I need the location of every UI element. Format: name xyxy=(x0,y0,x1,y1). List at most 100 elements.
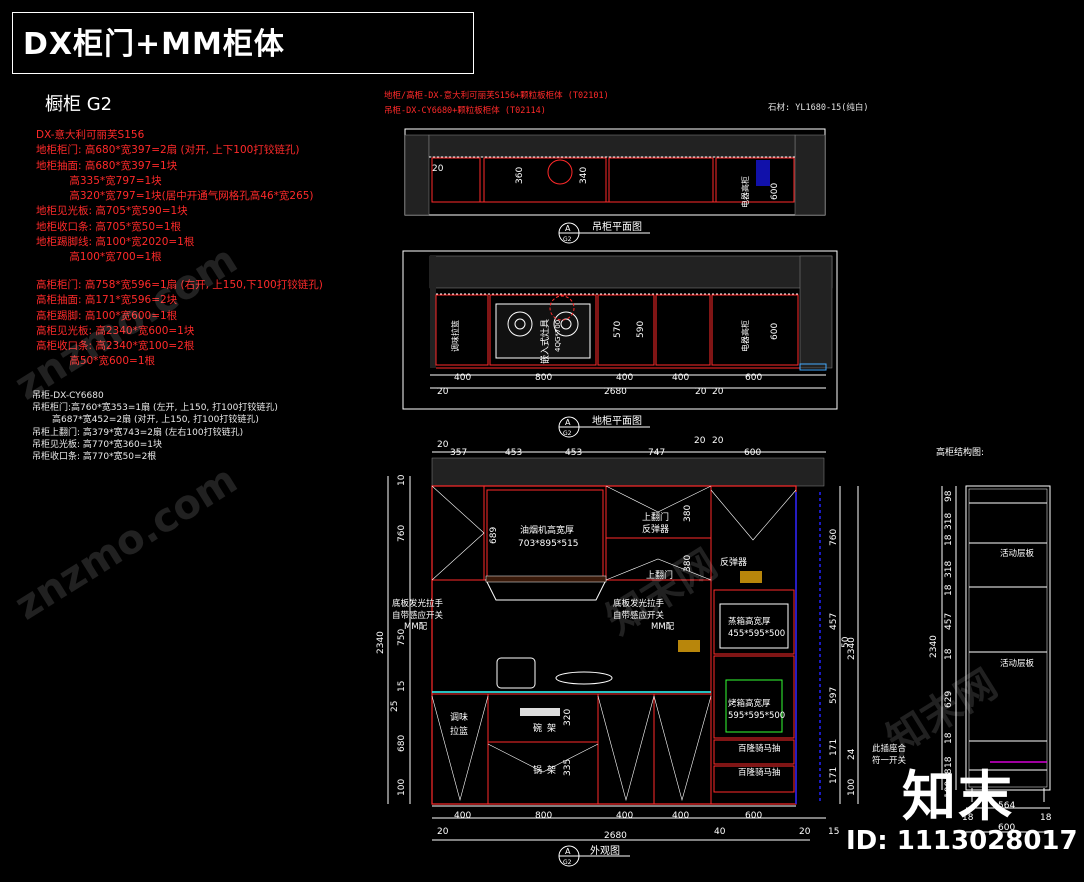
elev-inner-dim-689: 689 xyxy=(489,527,499,544)
elev-inner-dim-380a: 380 xyxy=(683,505,693,522)
elev-inner-dim-320: 320 xyxy=(563,709,573,726)
note-tall-line-5: 高柜收口条: 高2340*宽100=2根 xyxy=(36,340,195,353)
elev-flip-door-1b: 反弹器 xyxy=(642,523,669,535)
tall-right-dim-3: 18 xyxy=(944,534,954,546)
elev-pot-2: 架 xyxy=(547,765,556,776)
elev-left-dim-1: 10 xyxy=(397,474,407,486)
base-plan-bottom-dim-total: 2680 xyxy=(604,387,627,397)
elev-top-dim-3: 453 xyxy=(505,448,522,458)
wall-plan-dim-340: 340 xyxy=(579,167,589,184)
elev-oven-size: 595*595*500 xyxy=(728,711,785,721)
note-base-line-7: 地柜收口条: 高705*宽50=1根 xyxy=(36,220,182,233)
tall-right-dim-4: 318 xyxy=(944,561,954,578)
note-wall-line-4: 吊柜上翻门: 高379*宽743=2扇 (左右100打铰链孔) xyxy=(32,427,244,438)
tall-right-dim-12: 100 xyxy=(944,781,954,798)
base-cabinet-plan xyxy=(402,250,838,410)
elev-bot-dim-2: 400 xyxy=(454,811,471,821)
elev-bot-dim-8: 20 xyxy=(799,827,811,837)
tall-right-dim-9: 18 xyxy=(944,732,954,744)
elev-spice-2: 拉篮 xyxy=(450,725,468,737)
elev-right-dim-6: 171 xyxy=(829,739,839,756)
elev-light-mid-1: 底板发光拉手 xyxy=(613,598,665,609)
tall-shelf-label-2: 活动层板 xyxy=(1000,658,1035,669)
tall-left-dim-2340: 2340 xyxy=(929,635,939,658)
wall-plan-dim-20: 20 xyxy=(432,164,444,174)
elev-top-dim-7: 20 xyxy=(712,436,724,446)
note-wall-line-3: 高687*宽452=2扇 (对开, 上150, 打100打铰链孔) xyxy=(32,415,259,426)
note-base-line-4: 高335*宽797=1块 xyxy=(36,174,162,187)
elev-right-dim-3: 457 xyxy=(829,613,839,630)
wall-plan-appliance-label: 电器高柜 xyxy=(740,176,750,208)
base-plan-dim-600-inner: 600 xyxy=(770,323,780,340)
wall-plan-dim-600: 600 xyxy=(770,183,780,200)
svg-text:G2: G2 xyxy=(563,236,572,243)
base-plan-top-dim-2: 800 xyxy=(535,373,552,383)
elev-bot-dim-6: 40 xyxy=(714,827,726,837)
note-tall-line-4: 高柜见光板: 高2340*宽600=1块 xyxy=(36,324,195,337)
tall-bottom-dim-1: 564 xyxy=(998,801,1015,811)
elev-oven-label: 烤箱高宽厚 xyxy=(728,698,771,709)
asset-id: ID: 1113028017 xyxy=(846,826,1078,856)
elevation-label: 外观图 xyxy=(590,845,620,857)
base-plan-dim-590: 590 xyxy=(636,321,646,338)
note-wall-line-6: 吊柜收口条: 高770*宽50=2根 xyxy=(32,452,157,463)
wall-plan-label: 吊柜平面图 xyxy=(592,220,642,233)
section-marker-wall: A G2 xyxy=(558,222,650,244)
header-line-1: 地柜/高柜-DX-意大利可丽芙S156+颗粒板柜体 (T02101) xyxy=(384,91,609,101)
elev-steamer-size: 455*595*500 xyxy=(728,629,785,639)
elev-left-dim-4: 750 xyxy=(397,629,407,646)
elev-right-dim-2: 2340 xyxy=(847,637,857,660)
elev-bot-dim-5: 400 xyxy=(672,811,689,821)
drawing-title: DX柜门+MM柜体 xyxy=(23,27,285,62)
elev-bot-dim-7: 600 xyxy=(745,811,762,821)
elev-right-end-dim: 15 xyxy=(828,827,839,837)
elev-top-dim-4: 453 xyxy=(565,448,582,458)
elev-socket-1: 此插座合 xyxy=(872,743,907,754)
base-plan-top-dim-3: 400 xyxy=(616,373,633,383)
tall-right-dim-8: 629 xyxy=(944,691,954,708)
note-base-line-1: DX-意大利可丽芙S156 xyxy=(36,129,145,141)
elev-bot-dim-4: 400 xyxy=(616,811,633,821)
elev-top-dim-2: 357 xyxy=(450,448,467,458)
note-tall-line-1: 高柜柜门: 高758*宽596=1扇 (右开, 上150,下100打铰链孔) xyxy=(36,279,323,291)
tall-right-dim-6: 457 xyxy=(944,613,954,630)
tall-right-dim-2: 318 xyxy=(944,513,954,530)
elev-top-dim-8: 600 xyxy=(744,448,761,458)
title-frame: DX柜门+MM柜体 xyxy=(12,12,474,74)
elev-right-dim-5: 597 xyxy=(829,687,839,704)
elev-right-dim-7: 171 xyxy=(829,767,839,784)
base-plan-appliance-label: 电器高柜 xyxy=(740,320,750,352)
base-plan-bottom-dim-1: 20 xyxy=(437,387,449,397)
elev-left-dim-5: 15 xyxy=(397,681,407,692)
note-tall-line-3: 高柜踢脚: 高100*宽600=1根 xyxy=(36,309,178,322)
elev-inner-dim-380b: 380 xyxy=(683,555,693,572)
tall-bottom-dim-4: 600 xyxy=(998,823,1015,833)
elev-drawer-1: 百隆骑马抽 xyxy=(738,743,781,754)
elev-drawer-2: 百隆骑马抽 xyxy=(738,767,781,778)
elev-light-mid-2: 自带感应开关 xyxy=(613,610,665,621)
tall-right-dim-5: 18 xyxy=(944,584,954,596)
elev-right-dim-9: 100 xyxy=(847,779,857,796)
svg-text:A: A xyxy=(565,224,571,233)
elev-spice-1: 调味 xyxy=(450,711,468,723)
note-base-line-8: 地柜踢脚线: 高100*宽2020=1根 xyxy=(36,236,195,249)
elev-steamer-label: 蒸箱高宽厚 xyxy=(728,616,771,627)
base-plan-spice-label: 调味拉篮 xyxy=(450,320,460,352)
elev-bowl-2: 架 xyxy=(547,723,556,734)
svg-text:A: A xyxy=(565,847,571,856)
wall-cabinet-plan xyxy=(404,128,826,216)
elev-total-dim: 2680 xyxy=(604,831,627,841)
elev-flip-door-2: 上翻门 xyxy=(646,569,673,581)
note-wall-line-2: 吊柜柜门:高760*宽353=1扇 (左开, 上150, 打100打铰链孔) xyxy=(32,403,278,414)
elev-pot-1: 锅 xyxy=(533,765,542,776)
base-plan-bottom-dim-4: 20 xyxy=(712,387,724,397)
base-plan-top-dim-1: 400 xyxy=(454,373,471,383)
wall-plan-dim-360: 360 xyxy=(515,167,525,184)
base-plan-top-dim-4: 400 xyxy=(672,373,689,383)
section-marker-base: A G2 xyxy=(558,416,650,438)
notes-tall-cabinet: 高柜柜门: 高758*宽596=1扇 (右开, 上150,下100打铰链孔) 高柜… xyxy=(36,278,323,370)
elev-rebounder: 反弹器 xyxy=(720,556,747,568)
elev-left-dim-3: 2340 xyxy=(376,631,386,654)
